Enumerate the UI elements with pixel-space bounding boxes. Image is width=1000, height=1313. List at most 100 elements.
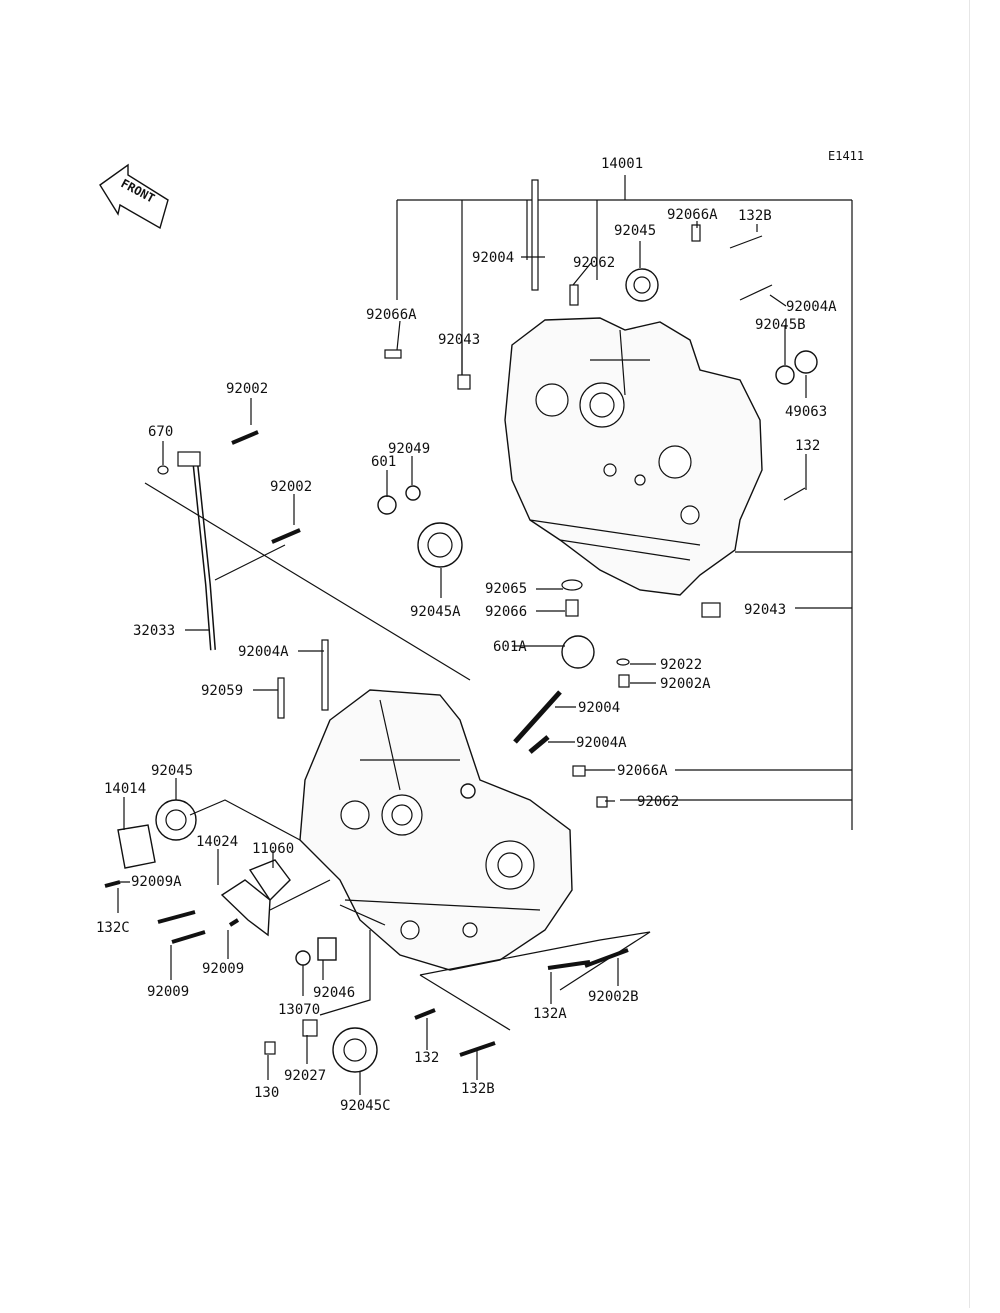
- bolt-130: [264, 1041, 276, 1055]
- dowel-92043-right: [701, 602, 721, 618]
- callout-92004A-mid: 92004A: [238, 644, 289, 660]
- callout-92065: 92065: [485, 581, 527, 597]
- plug-92066A: [691, 224, 701, 242]
- callout-14001: 14001: [601, 156, 643, 172]
- oring-670: [157, 465, 169, 475]
- callout-92049: 92049: [388, 441, 430, 457]
- bearing-92046: [317, 937, 337, 961]
- callout-601: 601: [371, 454, 396, 470]
- washer-92022: [616, 658, 630, 666]
- lower-parts: [104, 639, 651, 1073]
- stud-92004: [513, 690, 562, 744]
- callout-11060: 11060: [252, 841, 294, 857]
- callout-14024: 14024: [196, 834, 238, 850]
- callout-92045B: 92045B: [755, 317, 806, 333]
- callout-92062-top: 92062: [573, 255, 615, 271]
- callout-92002B: 92002B: [588, 989, 639, 1005]
- stud-92004: [531, 179, 539, 291]
- stud-92004A: [321, 639, 329, 711]
- seal-49063: [794, 350, 818, 374]
- upper-parts: [377, 179, 818, 688]
- washer-92065: [561, 579, 583, 591]
- callout-130: 130: [254, 1085, 279, 1101]
- callout-92004A-low: 92004A: [576, 735, 627, 751]
- callout-132-low: 132: [414, 1050, 439, 1066]
- cap-13070: [295, 950, 311, 966]
- bolt-92002-b: [271, 528, 301, 544]
- callout-92062-low: 92062: [637, 794, 679, 810]
- callout-92004A-top: 92004A: [786, 299, 837, 315]
- bolt-92009A: [157, 910, 196, 924]
- callout-92002A: 92002A: [660, 676, 711, 692]
- oil-pipe-assembly: [144, 430, 471, 681]
- bolt-92009-a: [171, 930, 206, 944]
- cover-14014: [117, 824, 156, 869]
- plate-14024: [220, 879, 271, 937]
- collar-92049: [405, 485, 421, 501]
- washer-92027: [302, 1019, 318, 1037]
- callout-92045A: 92045A: [410, 604, 461, 620]
- callout-601A: 601A: [493, 639, 527, 655]
- callout-132B-top: 132B: [738, 208, 772, 224]
- callout-92045-top: 92045: [614, 223, 656, 239]
- plug-92066A-low: [572, 765, 586, 777]
- leader-lines: [117, 221, 807, 1095]
- page-edge: [969, 0, 970, 1308]
- diagram-code: E1411: [828, 149, 864, 163]
- plug-92066A-left: [384, 349, 402, 359]
- dowel-92043: [457, 374, 471, 390]
- callout-92066A-left: 92066A: [366, 307, 417, 323]
- callout-92009-a: 92009: [202, 961, 244, 977]
- callout-670: 670: [148, 424, 173, 440]
- bolt-92002-a: [231, 430, 259, 445]
- callout-92046: 92046: [313, 985, 355, 1001]
- callout-92027: 92027: [284, 1068, 326, 1084]
- crankcase-right-half: [504, 317, 763, 596]
- callout-92043-right: 92043: [744, 602, 786, 618]
- bearing-92045B: [775, 365, 795, 385]
- plate-11060: [248, 859, 291, 902]
- pipe-flange: [177, 451, 201, 467]
- callout-92045C: 92045C: [340, 1098, 391, 1114]
- callout-92009-b: 92009: [147, 984, 189, 1000]
- callout-92043-left: 92043: [438, 332, 480, 348]
- callout-labels: 14001 92066A 132B 92045 92004 92062 9200…: [96, 156, 837, 1114]
- callout-92002-a: 92002: [226, 381, 268, 397]
- callout-32033: 32033: [133, 623, 175, 639]
- callout-92022: 92022: [660, 657, 702, 673]
- callout-132A: 132A: [533, 1006, 567, 1022]
- bolt-132: [783, 487, 806, 501]
- crankcase-left-half: [299, 689, 573, 971]
- front-arrow-icon: FRONT: [99, 163, 169, 230]
- callout-92002-b: 92002: [270, 479, 312, 495]
- callout-13070: 13070: [278, 1002, 320, 1018]
- dowel-92062: [569, 284, 579, 306]
- bolt-132B: [729, 235, 763, 249]
- bearing-601: [377, 495, 397, 515]
- pin-92059: [277, 677, 285, 719]
- callout-132B-low: 132B: [461, 1081, 495, 1097]
- bracket-14001: [396, 175, 853, 830]
- callout-92066A-low: 92066A: [617, 763, 668, 779]
- callout-92066A-top: 92066A: [667, 207, 718, 223]
- bolt-92002B: [584, 948, 629, 968]
- callout-14014: 14014: [104, 781, 146, 797]
- plug-92066: [565, 599, 579, 617]
- bolt-132-low: [414, 1008, 436, 1020]
- callout-92009A: 92009A: [131, 874, 182, 890]
- bearing-601A: [561, 635, 595, 669]
- callout-92004-mid: 92004: [578, 700, 620, 716]
- callout-132-right: 132: [795, 438, 820, 454]
- callout-92045-low: 92045: [151, 763, 193, 779]
- callout-92059: 92059: [201, 683, 243, 699]
- bolt-92009-b: [228, 918, 240, 927]
- bolt-132C: [104, 880, 121, 888]
- callout-92004-top: 92004: [472, 250, 514, 266]
- bolt-132A: [547, 960, 591, 970]
- bolt-132B-low: [459, 1041, 496, 1057]
- callout-92066: 92066: [485, 604, 527, 620]
- dowel-92062-low: [596, 796, 608, 808]
- bolt-92002A: [618, 674, 630, 688]
